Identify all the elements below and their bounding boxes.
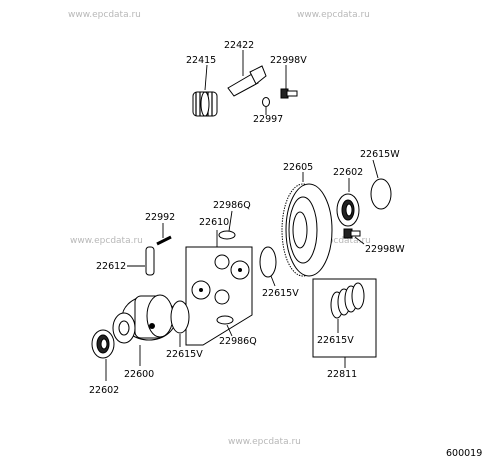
part-22610-pinion-set[interactable] [185,246,253,346]
label-22986q-top: 22986Q [213,200,251,211]
label-22605: 22605 [283,162,313,173]
part-22415-driven-gear[interactable] [192,91,218,117]
part-22612-pinion-shaft[interactable] [145,246,155,276]
part-22998v-bolt[interactable] [280,88,298,99]
label-22811: 22811 [327,369,357,380]
label-22986q-bottom: 22986Q [219,336,257,347]
label-22998w: 22998W [365,244,405,255]
part-22602-bearing-right[interactable] [336,193,360,227]
watermark-top-left: www.epcdata.ru [68,10,141,20]
part-22992-pin[interactable] [156,235,172,246]
part-22811-shim-kit[interactable] [312,278,377,358]
watermark-mid-right: www.epcdata.ru [298,236,371,246]
label-22992: 22992 [145,212,175,223]
part-22998w-bolt[interactable] [343,228,361,239]
watermark-mid-left: www.epcdata.ru [70,236,143,246]
label-22615v-bottom: 22615V [166,349,203,360]
part-22986q-washer-top[interactable] [218,230,236,240]
part-22986q-washer-bottom[interactable] [216,315,234,325]
part-22615w-shim[interactable] [370,178,392,210]
label-22422: 22422 [224,40,254,51]
label-22615v-right: 22615V [317,335,354,346]
label-22600: 22600 [124,369,154,380]
label-22415: 22415 [186,55,216,66]
watermark-top-right: www.epcdata.ru [297,10,370,20]
part-22997-o-ring[interactable] [262,97,270,107]
part-22615v-shim-mid[interactable] [259,246,277,278]
label-22615v-mid: 22615V [262,288,299,299]
label-22602-bottom: 22602 [89,385,119,396]
label-22615w: 22615W [360,149,400,160]
label-22610: 22610 [199,217,229,228]
part-22422-sleeve[interactable] [227,65,267,97]
part-22615v-shim-bottom[interactable] [170,300,190,334]
part-22605-ring-gear[interactable] [281,183,333,277]
watermark-bottom: www.epcdata.ru [228,437,301,447]
label-22997: 22997 [253,114,283,125]
diagram-number: 600019 [446,448,482,459]
label-22612: 22612 [96,261,126,272]
part-22600-differential-case[interactable] [112,294,177,344]
label-22998v-top: 22998V [270,55,307,66]
label-22602-top: 22602 [333,167,363,178]
part-22602-bearing-left[interactable] [91,329,115,359]
